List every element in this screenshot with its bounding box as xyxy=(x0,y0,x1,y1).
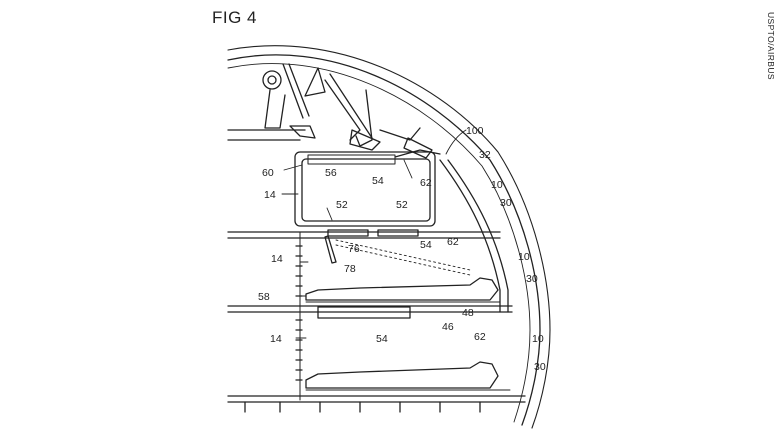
label-62-middle: 62 xyxy=(447,236,459,248)
label-10-bottom: 10 xyxy=(532,333,544,345)
label-62-top: 62 xyxy=(420,177,432,189)
wall-ticks xyxy=(295,245,303,381)
label-30-bottom: 30 xyxy=(534,361,546,373)
label-76: 76 xyxy=(348,243,360,255)
floor-beams xyxy=(244,401,481,413)
upper-compartment xyxy=(294,149,441,227)
label-14-bottom: 14 xyxy=(270,333,282,345)
label-60: 60 xyxy=(262,167,274,179)
label-54-middle: 54 xyxy=(420,239,432,251)
label-46: 46 xyxy=(442,321,454,333)
label-78: 78 xyxy=(344,263,356,275)
label-30-middle: 30 xyxy=(526,273,538,285)
label-52-right: 52 xyxy=(396,199,408,211)
ceiling-panels xyxy=(317,229,419,319)
image-credit: USPTO/AIRBUS xyxy=(766,12,776,80)
label-30-top: 30 xyxy=(500,197,512,209)
reference-labels: 100 32 10 30 60 56 54 62 14 52 52 54 62 … xyxy=(258,125,546,373)
label-10-top: 10 xyxy=(491,179,503,191)
label-54-top: 54 xyxy=(372,175,384,187)
label-32: 32 xyxy=(479,149,491,161)
lamp-arm xyxy=(324,235,471,276)
overhead-linkage xyxy=(262,63,433,159)
passenger-upper xyxy=(305,277,501,303)
figure-title: FIG 4 xyxy=(212,8,258,27)
label-62-bottom: 62 xyxy=(474,331,486,343)
label-56: 56 xyxy=(325,167,337,179)
label-58: 58 xyxy=(258,291,270,303)
label-52-left: 52 xyxy=(336,199,348,211)
fuselage-skin xyxy=(227,45,551,429)
deck-structure xyxy=(227,129,526,403)
label-14-middle: 14 xyxy=(271,253,283,265)
label-54-bottom: 54 xyxy=(376,333,388,345)
label-10-middle: 10 xyxy=(518,251,530,263)
label-100: 100 xyxy=(466,125,484,137)
leader-lines xyxy=(281,129,467,339)
passenger-lower xyxy=(305,361,511,391)
label-48: 48 xyxy=(462,307,474,319)
label-14-top: 14 xyxy=(264,189,276,201)
